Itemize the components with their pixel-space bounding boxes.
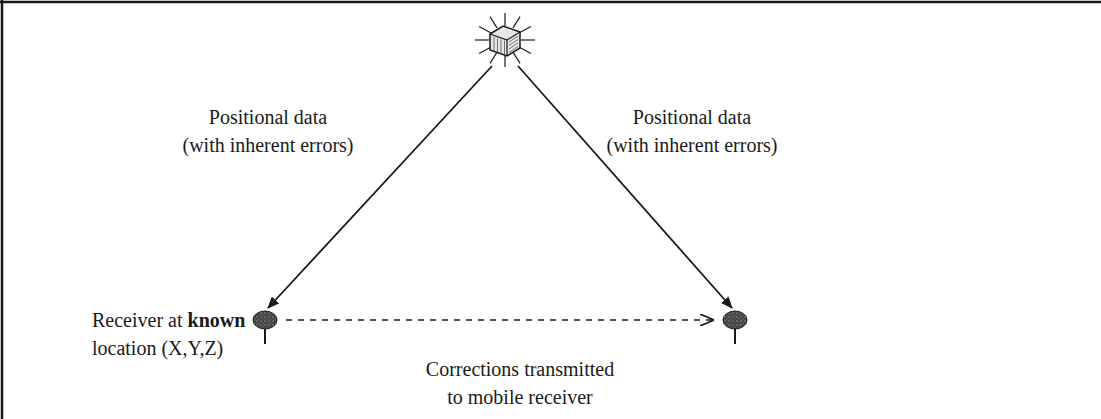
label-word: transmitted [524,358,614,380]
label-word: inherent [654,134,720,156]
satellite-icon [475,13,535,67]
label-word: (with [606,134,648,156]
label-word: Positional [209,106,289,128]
label-word: errors) [300,134,353,156]
label-word: to [447,386,463,408]
label-word: location [92,337,156,359]
label-word: (X,Y,Z) [161,337,223,359]
signal-arrow [268,66,492,308]
frame-line [0,1,1101,4]
diagram-label: Positional data (with inherent errors) [606,103,777,159]
signal-arrow [518,66,732,308]
label-word: Positional [633,106,713,128]
label-word: inherent [230,134,296,156]
base-receiver [253,311,277,344]
mobile-receiver [723,311,747,344]
label-word: (with [182,134,224,156]
label-word: Receiver [92,309,163,331]
diagram-label: Receiver at known location (X,Y,Z) [92,306,245,362]
label-word: Corrections [426,358,519,380]
label-word: data [294,106,327,128]
label-word: known [188,309,246,331]
diagram-label: Positional data (with inherent errors) [182,103,353,159]
label-word: errors) [724,134,777,156]
label-word: receiver [528,386,592,408]
label-word: at [168,309,182,331]
corrections-link [286,319,713,321]
diagram-label: Corrections transmitted to mobile receiv… [426,355,614,411]
label-word: data [718,106,751,128]
label-word: mobile [468,386,524,408]
frame-line [1,0,4,419]
